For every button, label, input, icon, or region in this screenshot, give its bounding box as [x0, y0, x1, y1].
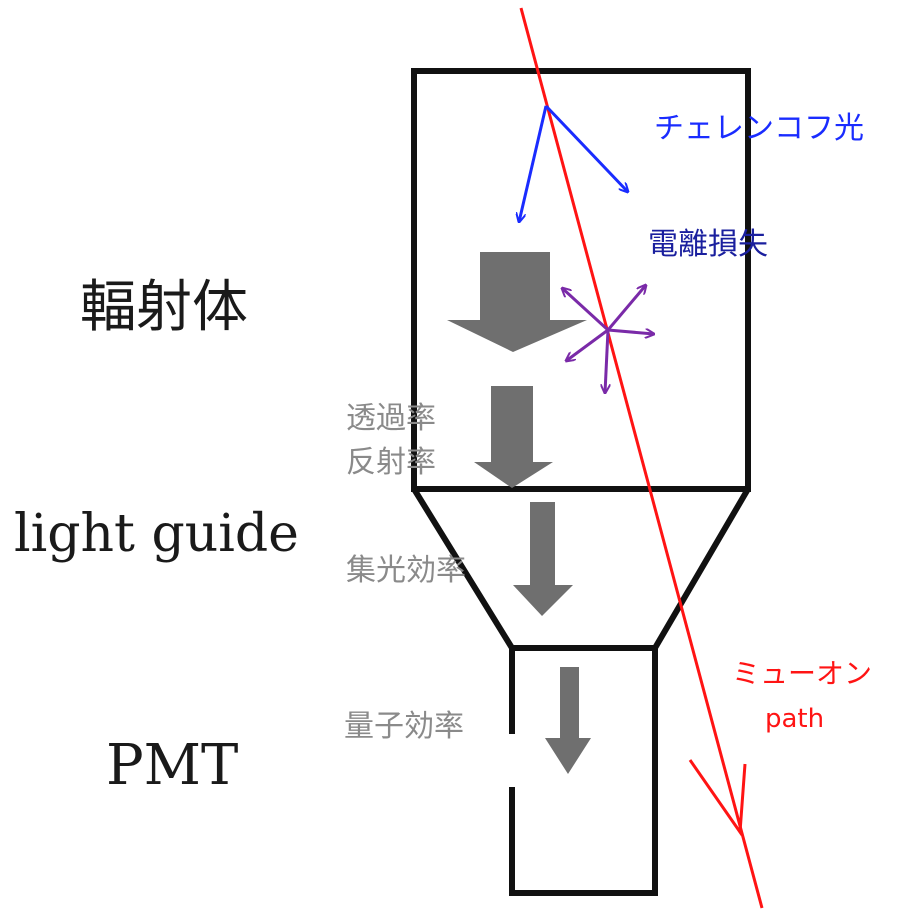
- cherenkov-label: チェレンコフ光: [654, 111, 864, 146]
- collection-label: 集光効率: [346, 553, 466, 588]
- big-flow-arrow: [447, 252, 587, 352]
- transmittance-label: 透過率: [346, 401, 436, 436]
- cherenkov-arrow-left: [519, 105, 548, 222]
- radiator-label: 輻射体: [80, 275, 248, 340]
- muon-arrowhead: [688, 759, 747, 837]
- ionization-arrows: [562, 285, 654, 393]
- radiator-box: [411, 68, 751, 492]
- muon-path-line: [519, 7, 764, 909]
- pmt-outline: [509, 645, 658, 896]
- collection-arrow: [513, 502, 573, 616]
- quantum-arrow: [545, 667, 591, 774]
- reflectance-label: 反射率: [346, 445, 436, 480]
- light-guide-outline: [411, 487, 751, 650]
- cherenkov-arrow-right: [544, 104, 628, 192]
- quantum-label: 量子効率: [344, 709, 464, 744]
- light-guide-label: light guide: [14, 504, 299, 564]
- transmittance-arrow: [474, 386, 553, 488]
- muon-path-label: path: [765, 704, 825, 734]
- pmt-label: PMT: [106, 733, 239, 798]
- ionization-label: 電離損失: [648, 227, 768, 262]
- muon-label: ミューオン: [732, 657, 873, 690]
